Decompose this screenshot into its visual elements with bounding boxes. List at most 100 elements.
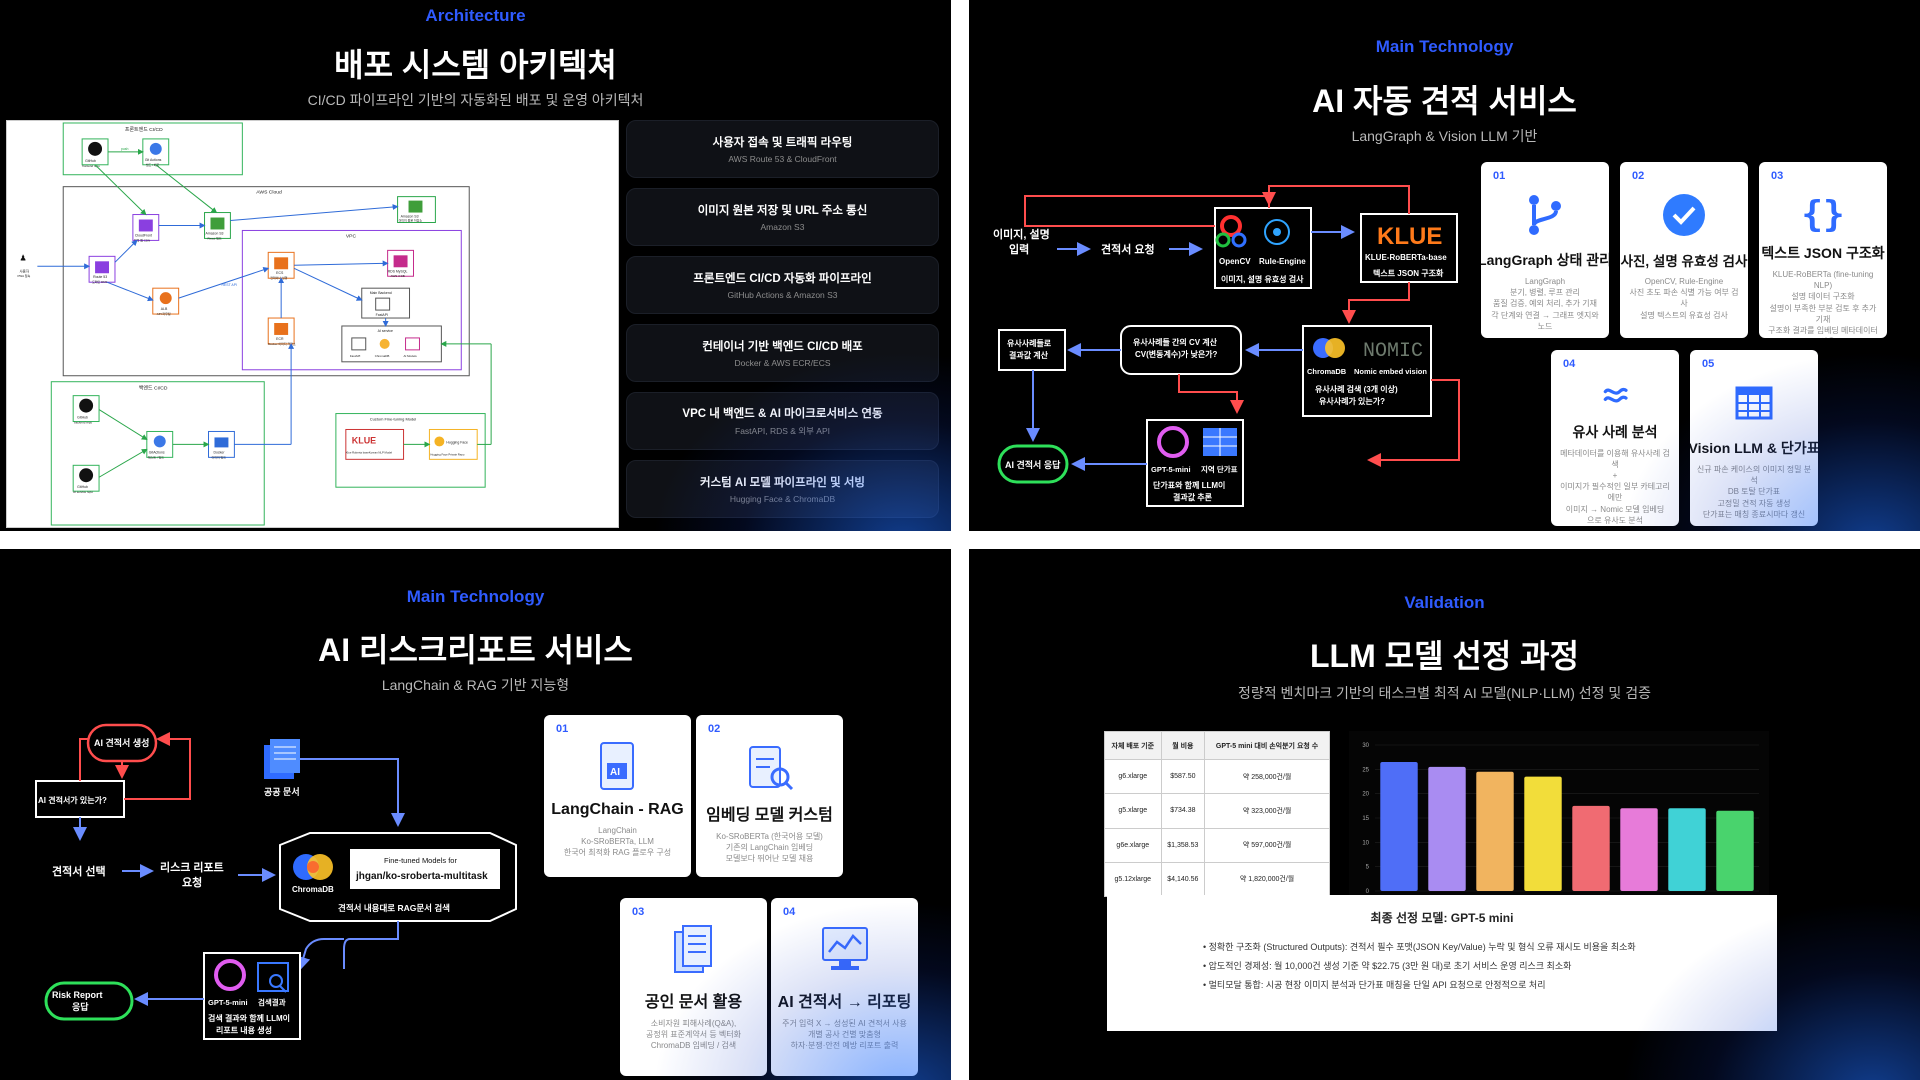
svg-text:GPT-5-mini: GPT-5-mini bbox=[1151, 465, 1191, 474]
svg-text:이미지 원본 저장소: 이미지 원본 저장소 bbox=[399, 218, 423, 223]
slide-auto-estimate: Main Technology AI 자동 견적 서비스 LangGraph &… bbox=[969, 0, 1920, 531]
svg-text:♟: ♟ bbox=[19, 253, 26, 262]
aws-cloud-box bbox=[62, 186, 470, 377]
feature-card: 04 AI 견적서 → 리포팅 주거 입력 X → 성성된 AI 견적서 사용 … bbox=[771, 898, 918, 1076]
slide-title: AI 리스크리포트 서비스 bbox=[318, 632, 633, 668]
flow-request-label: 견적서 요청 bbox=[1101, 242, 1155, 256]
svg-text:사용자: 사용자 bbox=[19, 268, 29, 273]
bar-4 bbox=[1572, 805, 1610, 891]
bar-2 bbox=[1476, 771, 1514, 891]
svg-text:AI 견적서 생성: AI 견적서 생성 bbox=[94, 737, 149, 748]
estimate-exists-box bbox=[35, 780, 125, 818]
feature-item: 이미지 원본 저장 및 URL 주소 통신 Amazon S3 bbox=[626, 188, 939, 246]
rds-icon bbox=[393, 255, 408, 268]
slide-subtitle: LangChain & RAG 기반 지능형 bbox=[381, 677, 570, 693]
table-icon bbox=[1735, 386, 1773, 420]
svg-text:Hugging Face: Hugging Face bbox=[446, 440, 468, 444]
table-header: 자체 배포 기준 bbox=[1104, 731, 1162, 760]
bar-chart-svg: 051015202530GPT-5 miniGemini FlashFlash-… bbox=[1362, 743, 1759, 905]
svg-text:AWS 3 DB: AWS 3 DB bbox=[391, 274, 405, 278]
braces-icon: {} bbox=[1801, 194, 1845, 235]
svg-text:유사사례 검색 (3개 이상)유사사례가 있는가?: 유사사례 검색 (3개 이상)유사사례가 있는가? bbox=[1315, 384, 1398, 406]
table-header-row: 자체 배포 기준 월 비용 GPT-5 mini 대비 손익분기 요청 수 bbox=[1104, 731, 1330, 760]
slide-architecture: Architecture 배포 시스템 아키텍쳐 CI/CD 파이프라인 기반의… bbox=[0, 0, 951, 531]
frontend-ci-box bbox=[62, 122, 243, 176]
feature-item: 프론트엔드 CI/CD 자동화 파이프라인 GitHub Actions & A… bbox=[626, 256, 939, 314]
svg-text:API 라우팅: API 라우팅 bbox=[157, 311, 171, 316]
svg-text:Hugging Face Private Repo: Hugging Face Private Repo bbox=[430, 452, 464, 456]
documents-icon bbox=[673, 925, 712, 973]
y-tick-label: 30 bbox=[1362, 743, 1369, 749]
opencv-box bbox=[1214, 207, 1312, 289]
final-selection-title: 최종 선정 모델: GPT-5 mini bbox=[1370, 911, 1514, 925]
list-item: 멀티모달 통합: 시공 현장 이미지 분석과 단가표 매칭을 단일 API 요청… bbox=[1203, 978, 1777, 991]
feature-item: 컨테이너 기반 백엔드 CI/CD 배포 Docker & AWS ECR/EC… bbox=[626, 324, 939, 382]
gitactions-icon bbox=[149, 142, 162, 155]
bar-7 bbox=[1716, 810, 1754, 891]
cloudfront-icon bbox=[138, 219, 153, 232]
svg-text:프론트엔드 CI/CD: 프론트엔드 CI/CD bbox=[125, 126, 163, 133]
check-icon bbox=[1663, 194, 1705, 236]
svg-text:ECS: ECS bbox=[276, 271, 284, 275]
svg-text:견적서 내용대로 RAG문서 검색: 견적서 내용대로 RAG문서 검색 bbox=[338, 903, 450, 913]
model-benchmark-chart: 051015202530GPT-5 miniGemini FlashFlash-… bbox=[1349, 731, 1769, 911]
y-tick-label: 25 bbox=[1362, 767, 1369, 773]
feature-card: 02 사진, 설명 유효성 검사 OpenCV, Rule-Engine 사진 … bbox=[1620, 162, 1748, 338]
svg-text:AI service repo: AI service repo bbox=[73, 490, 93, 494]
bar-1 bbox=[1428, 766, 1466, 891]
y-tick-label: 5 bbox=[1366, 865, 1370, 871]
gitactions-backend-icon bbox=[153, 435, 166, 448]
feature-card: 04 유사 사례 분석 메타데이터를 이용해 유사사례 검색 + 이미지가 필수… bbox=[1551, 350, 1679, 526]
feature-item: VPC 내 백엔드 & AI 마이크로서비스 연동 FastAPI, RDS &… bbox=[626, 392, 939, 450]
svg-text:빌드 / 배포: 빌드 / 배포 bbox=[146, 162, 160, 167]
svg-text:AI Models: AI Models bbox=[404, 354, 418, 358]
slide-kicker: Architecture bbox=[425, 6, 526, 25]
slide-risk-report: Main Technology AI 리스크리포트 서비스 LangChain … bbox=[0, 549, 951, 1080]
validation-fail-arrow bbox=[1024, 192, 1276, 227]
y-tick-label: 15 bbox=[1362, 816, 1369, 822]
search-result-icon bbox=[257, 962, 289, 992]
svg-text:GitActions: GitActions bbox=[149, 450, 165, 454]
svg-text:AI 견적서가 있는가?: AI 견적서가 있는가? bbox=[38, 795, 107, 805]
svg-text:텍스트 JSON 구조화: 텍스트 JSON 구조화 bbox=[1373, 268, 1444, 278]
github-backend-icon bbox=[79, 398, 94, 413]
svg-text:지역 단가표: 지역 단가표 bbox=[1201, 464, 1238, 474]
svg-text:GitHub: GitHub bbox=[77, 485, 88, 489]
architecture-feature-list: 사용자 접속 및 트래픽 라우팅 AWS Route 53 & CloudFro… bbox=[626, 120, 939, 528]
svg-text:공공 문서: 공공 문서 bbox=[264, 786, 300, 797]
slide-title: LLM 모델 선정 과정 bbox=[1309, 638, 1580, 674]
final-selection-box: 최종 선정 모델: GPT-5 mini 정확한 구조화 (Structured… bbox=[1107, 895, 1777, 1031]
svg-text:CloudFront: CloudFront bbox=[135, 233, 152, 237]
risk-report-response-pill bbox=[44, 981, 134, 1021]
s3-image-icon bbox=[408, 200, 423, 213]
svg-text:Docker: Docker bbox=[213, 450, 225, 454]
docker-icon bbox=[214, 437, 229, 448]
benchmark-table: 자체 배포 기준 월 비용 GPT-5 mini 대비 손익분기 요청 수 g6… bbox=[1104, 731, 1330, 898]
bar-5 bbox=[1620, 808, 1658, 891]
svg-text:VPC: VPC bbox=[346, 233, 357, 239]
svg-text:KLUE-RoBERTa-base: KLUE-RoBERTa-base bbox=[1365, 253, 1447, 262]
svg-text:PWA 접속: PWA 접속 bbox=[17, 273, 30, 278]
backend-ci-box bbox=[50, 381, 265, 526]
svg-text:ChromaDB: ChromaDB bbox=[1307, 367, 1347, 376]
svg-text:jhgan/ko-sroberta-multitask: jhgan/ko-sroberta-multitask bbox=[355, 871, 488, 882]
feature-card: 01 AI LangChain - RAG LangChain Ko-SRoBE… bbox=[544, 715, 691, 877]
bar-6 bbox=[1668, 808, 1706, 891]
slide-title: AI 자동 견적 서비스 bbox=[1312, 83, 1577, 119]
svg-text:ECR: ECR bbox=[276, 337, 284, 341]
alb-icon bbox=[159, 292, 172, 305]
svg-text:REST API: REST API bbox=[221, 283, 237, 287]
feature-card: 02 임베딩 모델 커스텀 Ko-SRoBERTa (한국어용 모델) 기존의 … bbox=[696, 715, 843, 877]
svg-text:컨테이너 실행: 컨테이너 실행 bbox=[270, 275, 287, 280]
list-item: 압도적인 경제성: 월 10,000건 생성 기준 약 $22.75 (3만 원… bbox=[1203, 959, 1777, 972]
table-row: g6e.xlarge $1,358.53 약 597,000건/월 bbox=[1104, 827, 1330, 863]
svg-text:GPT-5-mini: GPT-5-mini bbox=[208, 998, 248, 1007]
table-row: g6.xlarge $587.50 약 258,000건/월 bbox=[1104, 758, 1330, 795]
svg-text:FastAPI: FastAPI bbox=[350, 354, 361, 358]
github-icon bbox=[88, 141, 103, 156]
